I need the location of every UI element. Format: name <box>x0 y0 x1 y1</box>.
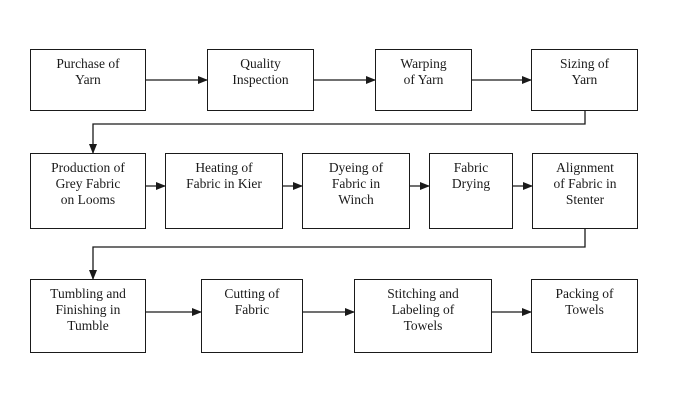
step-label: Alignment of Fabric in Stenter <box>553 160 617 207</box>
step-purchase-of-yarn: Purchase of Yarn <box>30 49 146 111</box>
step-label: Heating of Fabric in Kier <box>186 160 262 191</box>
arrow-alignment-to-tumbling <box>89 229 586 280</box>
step-label: Quality Inspection <box>232 56 289 87</box>
step-fabric-drying: Fabric Drying <box>429 153 513 229</box>
step-packing-of-towels: Packing of Towels <box>531 279 638 353</box>
step-label: Fabric Drying <box>451 160 491 191</box>
step-alignment-of-fabric: Alignment of Fabric in Stenter <box>532 153 638 229</box>
step-label: Dyeing of Fabric in Winch <box>328 160 384 207</box>
step-quality-inspection: Quality Inspection <box>207 49 314 111</box>
step-label: Packing of Towels <box>555 286 614 317</box>
step-cutting-of-fabric: Cutting of Fabric <box>201 279 303 353</box>
arrow-sizing-to-production <box>89 111 586 154</box>
step-label: Warping of Yarn <box>400 56 447 87</box>
step-sizing-of-yarn: Sizing of Yarn <box>531 49 638 111</box>
step-tumbling-and-finishing: Tumbling and Finishing in Tumble <box>30 279 146 353</box>
step-label: Cutting of Fabric <box>224 286 280 317</box>
step-label: Production of Grey Fabric on Looms <box>51 160 125 207</box>
step-label: Sizing of Yarn <box>559 56 610 87</box>
step-label: Tumbling and Finishing in Tumble <box>50 286 126 333</box>
step-production-of-grey-fabric: Production of Grey Fabric on Looms <box>30 153 146 229</box>
step-heating-of-fabric: Heating of Fabric in Kier <box>165 153 283 229</box>
step-label: Purchase of Yarn <box>56 56 120 87</box>
step-label: Stitching and Labeling of Towels <box>387 286 459 333</box>
step-stitching-and-labeling: Stitching and Labeling of Towels <box>354 279 492 353</box>
step-warping-of-yarn: Warping of Yarn <box>375 49 472 111</box>
step-dyeing-of-fabric: Dyeing of Fabric in Winch <box>302 153 410 229</box>
